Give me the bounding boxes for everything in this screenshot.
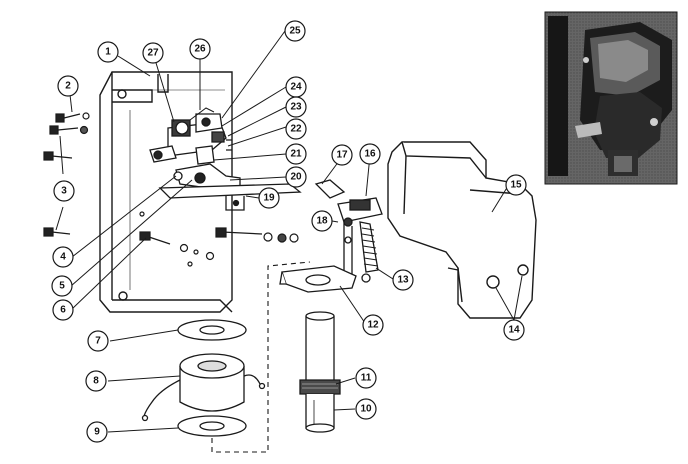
callout-27: 27	[142, 42, 164, 64]
callout-26: 26	[189, 38, 211, 60]
callout-1: 1	[97, 41, 119, 63]
callout-13: 13	[392, 269, 414, 291]
callout-23: 23	[285, 96, 307, 118]
svg-text:18: 18	[316, 216, 328, 227]
svg-text:11: 11	[361, 373, 372, 384]
callout-18: 18	[311, 210, 333, 232]
svg-text:8: 8	[93, 376, 99, 387]
svg-text:16: 16	[364, 149, 376, 160]
callout-4: 4	[52, 246, 74, 268]
svg-text:24: 24	[290, 82, 302, 93]
plunger	[299, 311, 341, 433]
callout-25: 25	[284, 20, 306, 42]
callout-22: 22	[285, 118, 307, 140]
loose-screws	[43, 112, 90, 237]
svg-text:5: 5	[59, 281, 65, 292]
svg-text:23: 23	[290, 102, 302, 113]
callout-10: 10	[355, 398, 377, 420]
svg-text:17: 17	[336, 150, 348, 161]
svg-text:12: 12	[367, 320, 379, 331]
svg-text:4: 4	[60, 252, 66, 263]
callout-12: 12	[362, 314, 384, 336]
svg-text:14: 14	[508, 325, 520, 336]
svg-text:20: 20	[290, 172, 302, 183]
callout-17: 17	[331, 144, 353, 166]
callout-6: 6	[52, 299, 74, 321]
leader-lines	[55, 30, 523, 433]
svg-text:1: 1	[105, 47, 111, 58]
contact-block	[314, 179, 383, 285]
callout-21: 21	[285, 143, 307, 165]
inset-photograph	[544, 11, 678, 185]
svg-text:10: 10	[360, 404, 372, 415]
callout-5: 5	[51, 275, 73, 297]
callout-7: 7	[87, 330, 109, 352]
callout-24: 24	[285, 76, 307, 98]
upper-mechanism	[149, 107, 241, 189]
callout-8: 8	[85, 370, 107, 392]
svg-text:22: 22	[290, 124, 302, 135]
svg-text:19: 19	[263, 193, 275, 204]
callouts: 1 27 26 25 24 23 22 21 20 19 2 3 4 5 6 7…	[51, 20, 527, 443]
svg-text:27: 27	[147, 48, 159, 59]
cover	[387, 141, 537, 319]
callout-2: 2	[57, 75, 79, 97]
assembly-path	[211, 261, 311, 453]
callout-16: 16	[359, 143, 381, 165]
coil-stack	[141, 319, 266, 437]
callout-9: 9	[86, 421, 108, 443]
svg-text:2: 2	[65, 81, 71, 92]
body-hardware	[139, 211, 299, 267]
svg-text:9: 9	[94, 427, 100, 438]
base-bracket	[279, 265, 357, 293]
svg-text:21: 21	[290, 149, 302, 160]
svg-text:15: 15	[510, 180, 522, 191]
callout-15: 15	[505, 174, 527, 196]
svg-text:25: 25	[289, 26, 301, 37]
callout-19: 19	[258, 187, 280, 209]
callout-11: 11	[355, 367, 377, 389]
svg-text:7: 7	[95, 336, 101, 347]
callout-3: 3	[53, 180, 75, 202]
svg-text:13: 13	[397, 275, 409, 286]
svg-text:3: 3	[61, 186, 67, 197]
svg-text:6: 6	[60, 305, 66, 316]
bracket	[158, 183, 302, 211]
callout-14: 14	[503, 319, 525, 341]
svg-text:26: 26	[194, 44, 206, 55]
callout-20: 20	[285, 166, 307, 188]
